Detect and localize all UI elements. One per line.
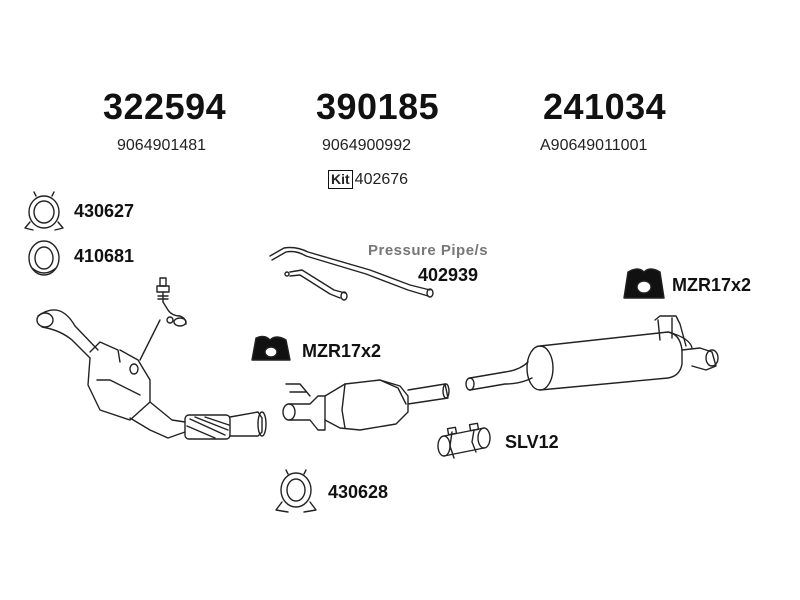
clamp-430627-label: 430627 (74, 201, 135, 221)
lambda-sensor-icon (139, 277, 187, 361)
pressure-pipe-icon (269, 246, 434, 301)
clamp-430628-icon (275, 469, 317, 513)
kit-number: 402676 (354, 170, 409, 188)
ring-410681-label: 410681 (74, 246, 135, 266)
oe-number-dpf: 9064900992 (322, 137, 411, 154)
mount-left-label: MZR17x2 (302, 341, 382, 361)
pressure-pipe-label: Pressure Pipe/s (368, 242, 489, 259)
part-number-silencer: 241034 (543, 86, 667, 127)
ring-410681-icon (28, 240, 60, 276)
clamp-430628-label: 430628 (328, 482, 389, 502)
sleeve-label: SLV12 (505, 432, 559, 452)
mount-right-icon (623, 268, 665, 299)
pressure-pipe-number: 402939 (418, 265, 479, 285)
clamp-430627-icon (24, 191, 64, 231)
kit-reference: Kit 402676 (328, 170, 408, 189)
oe-number-catalyst: 9064901481 (117, 137, 206, 154)
part-number-catalyst: 322594 (103, 86, 227, 127)
silencer-icon (465, 315, 719, 391)
mount-right-label: MZR17x2 (672, 275, 752, 295)
kit-badge: Kit (328, 170, 353, 189)
sleeve-icon (437, 422, 491, 459)
oe-number-silencer: A90649011001 (540, 137, 648, 154)
dpf-filter-icon (282, 379, 450, 431)
mount-left-icon (251, 335, 291, 361)
catalytic-converter-icon (36, 309, 267, 440)
part-number-dpf: 390185 (316, 86, 440, 127)
